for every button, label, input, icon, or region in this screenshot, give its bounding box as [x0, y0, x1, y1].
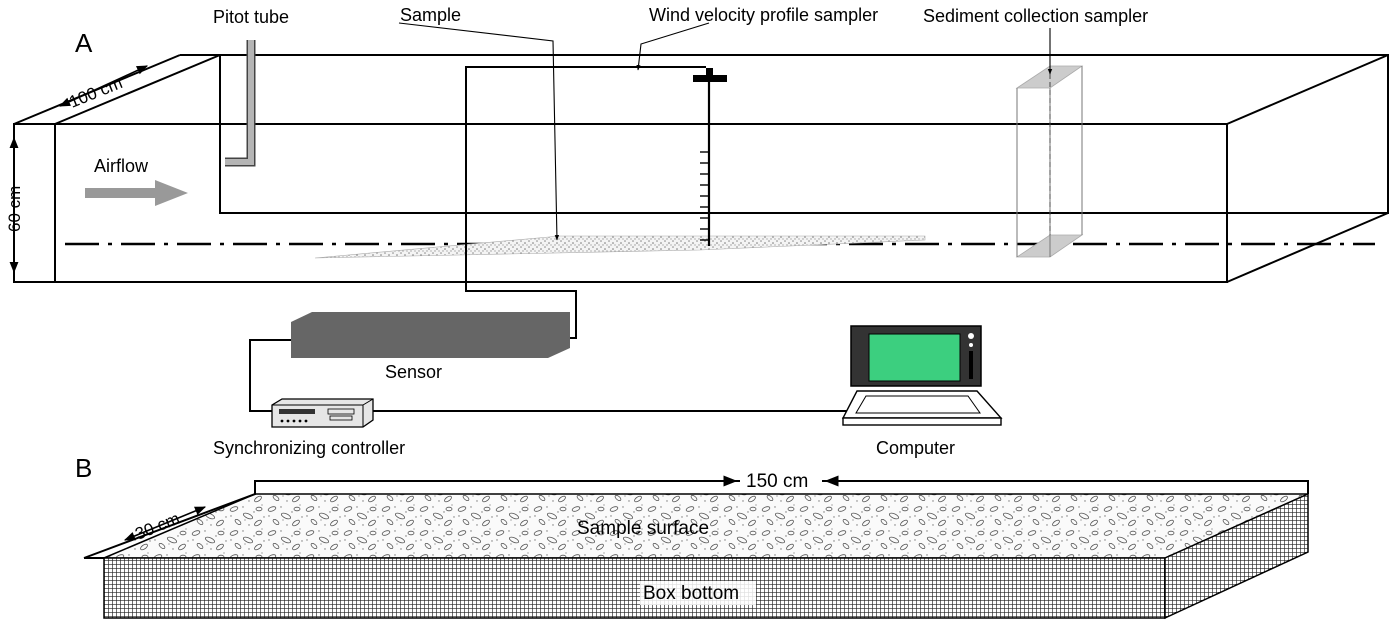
length-label-bg — [740, 467, 822, 493]
sample-label: Sample — [400, 5, 461, 25]
pitot-tube-label: Pitot tube — [213, 7, 289, 27]
tunnel-edge-br — [1226, 212, 1389, 283]
sample-bed — [314, 235, 926, 259]
sample-leader — [398, 22, 560, 241]
box-bottom-label-bg — [640, 581, 756, 605]
width-dimension-arrow — [58, 65, 149, 107]
tunnel-edge-tr — [1226, 54, 1389, 125]
tunnel-front-face — [54, 123, 1228, 283]
sediment-sampler — [1015, 65, 1084, 258]
controller-label: Synchronizing controller — [213, 438, 405, 458]
synchronizing-controller — [271, 398, 374, 428]
computer-label: Computer — [876, 438, 955, 458]
pitot-tube — [225, 40, 256, 167]
wind-sampler-leader — [636, 22, 710, 71]
wind-velocity-sampler — [693, 68, 727, 246]
wind-sampler-label: Wind velocity profile sampler — [649, 5, 878, 25]
pitot-tube-inner — [225, 40, 254, 165]
sensor-label: Sensor — [385, 362, 442, 382]
box-side — [1164, 492, 1309, 620]
controller-cable — [249, 339, 291, 412]
tunnel-box — [13, 54, 1389, 283]
panel-b-label: B — [75, 453, 92, 483]
airflow-arrow — [85, 180, 188, 206]
sensor-cable — [465, 66, 706, 339]
sediment-sampler-label: Sediment collection sampler — [923, 6, 1148, 26]
box-length-label: 150 cm — [746, 471, 808, 492]
box-bottom-label: Box bottom — [643, 583, 739, 604]
tunnel-height-label: 60 cm — [5, 186, 24, 232]
computer — [841, 325, 1003, 426]
panel-a-label: A — [75, 28, 93, 58]
width-arrow — [123, 506, 207, 541]
computer-screen — [868, 333, 961, 382]
airflow-label: Airflow — [94, 156, 149, 176]
sample-surface-label: Sample surface — [577, 518, 709, 539]
box-front — [103, 557, 1166, 619]
tunnel-back-face — [219, 54, 1389, 214]
sensor-box — [291, 312, 570, 358]
